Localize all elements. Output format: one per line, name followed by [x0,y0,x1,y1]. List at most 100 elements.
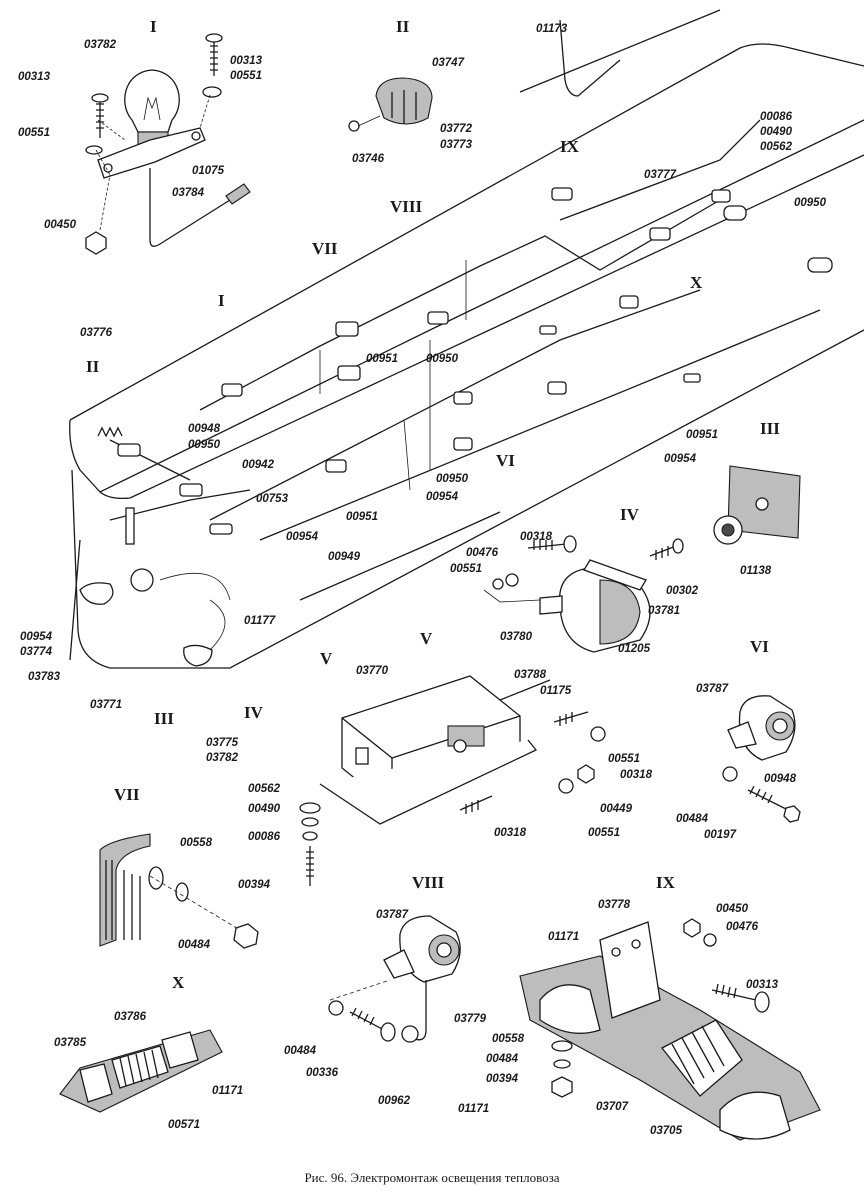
harness-wire [299,511,501,601]
assembly-line [95,94,211,231]
part-label: 03777 [644,169,677,181]
part-label: 03746 [352,153,385,165]
part-label: 00949 [328,551,361,563]
part-label: 03775 [206,737,239,749]
clamp-icon [355,747,369,765]
part-label: 00484 [486,1053,519,1065]
switch-box-base-icon [319,739,538,825]
part-label: 00476 [726,921,759,933]
part-label: 03774 [20,646,53,658]
roof-line [559,119,761,221]
light-fixture-icon [539,325,557,335]
detail-ii-clip: II 03747 03746 [348,17,465,165]
light-fixture-icon [453,391,473,405]
part-label: 01171 [212,1085,243,1097]
part-label: 00562 [248,783,281,795]
screw-icon [349,1007,385,1031]
part-label: 03785 [54,1037,87,1049]
detail-iii-title: III [760,419,780,438]
part-label: 01177 [244,615,276,627]
screw-head-icon [563,535,577,553]
screw-head-icon [380,1022,396,1042]
part-label: 01175 [540,685,572,697]
part-label: 00551 [18,127,50,139]
roof-lower-edge [69,119,864,493]
detail-ix-cable-clamp: IX 03778 01171 00450 00476 00313 00558 0… [486,873,821,1141]
part-label: 01171 [548,931,579,943]
part-label: 00942 [242,459,275,471]
screw-icon [459,795,493,814]
detail-ii-title: II [396,17,410,36]
part-label: 01205 [618,643,651,655]
harness-wire [159,573,231,651]
part-label: 00449 [600,803,633,815]
part-label: 00551 [450,563,482,575]
cab-edge [99,154,864,500]
part-label: 00954 [286,531,319,543]
washer-icon [558,778,574,794]
switch-knob-icon [453,739,467,753]
harness-wire [259,309,821,541]
light-fixture-icon [649,227,671,241]
part-label: 03787 [696,683,729,695]
part-label: 03772 [440,123,473,135]
headlight-icon [130,568,154,592]
light-fixture-icon [427,311,449,325]
part-label: 03784 [172,187,205,199]
part-label: 03782 [206,752,239,764]
part-label: 00318 [494,827,527,839]
part-label: 01173 [536,23,568,35]
detail-vii-title: VII [114,785,140,804]
washer-icon [328,1000,344,1016]
detail-x-cable-fitting: X 03786 03785 01171 00571 [54,973,243,1131]
assembly-line [483,589,541,603]
part-label: 00313 [230,55,263,67]
washer-icon [551,1040,573,1052]
light-fixture-icon [619,295,639,309]
bottom-edge [71,329,864,669]
part-label: 00450 [716,903,749,915]
washer-icon [590,726,606,742]
assembly-line [357,115,381,127]
locomotive-body-outline: 01173 03772 03773 00086 00490 00562 0377… [20,9,864,764]
part-label: 00551 [608,753,640,765]
mount-bracket-icon [583,559,647,591]
part-label: 00318 [620,769,653,781]
part-label: 00571 [168,1119,200,1131]
part-label: 00951 [346,511,378,523]
washer-icon [553,1059,571,1069]
washer-icon [202,86,222,98]
screw-icon [649,545,677,560]
light-fixture-icon [711,189,731,203]
light-fixture-icon [335,321,359,337]
washer-icon [492,578,504,590]
screw-head-icon [91,93,109,103]
part-label: 00450 [44,219,77,231]
part-label: 03770 [356,665,389,677]
marker-ii: II [86,357,100,376]
part-label: 03783 [28,671,61,683]
plate-hole-icon [191,131,201,141]
part-label: 00951 [366,353,398,365]
part-label: 03707 [596,1101,629,1113]
screw-icon [96,100,104,138]
part-label: 03771 [90,699,122,711]
nut-icon [577,764,595,784]
part-label: 00950 [436,473,469,485]
part-label: 03779 [454,1013,487,1025]
part-label: 00394 [486,1073,519,1085]
detail-vii-wall-mount: VII 00558 00484 [99,785,259,951]
part-label: 00562 [760,141,793,153]
washer-icon [301,817,319,827]
light-fixture-icon [221,383,243,397]
lamp-lens-inner-icon [436,942,452,958]
screw-icon [747,785,789,811]
conduit-end-icon [225,183,251,205]
part-label: 03782 [84,39,117,51]
mount-bracket-icon [727,721,757,749]
conduit-icon [149,168,231,247]
harness-branch [319,260,467,491]
marker-iii: III [154,709,174,728]
light-fixture-icon [117,443,141,457]
